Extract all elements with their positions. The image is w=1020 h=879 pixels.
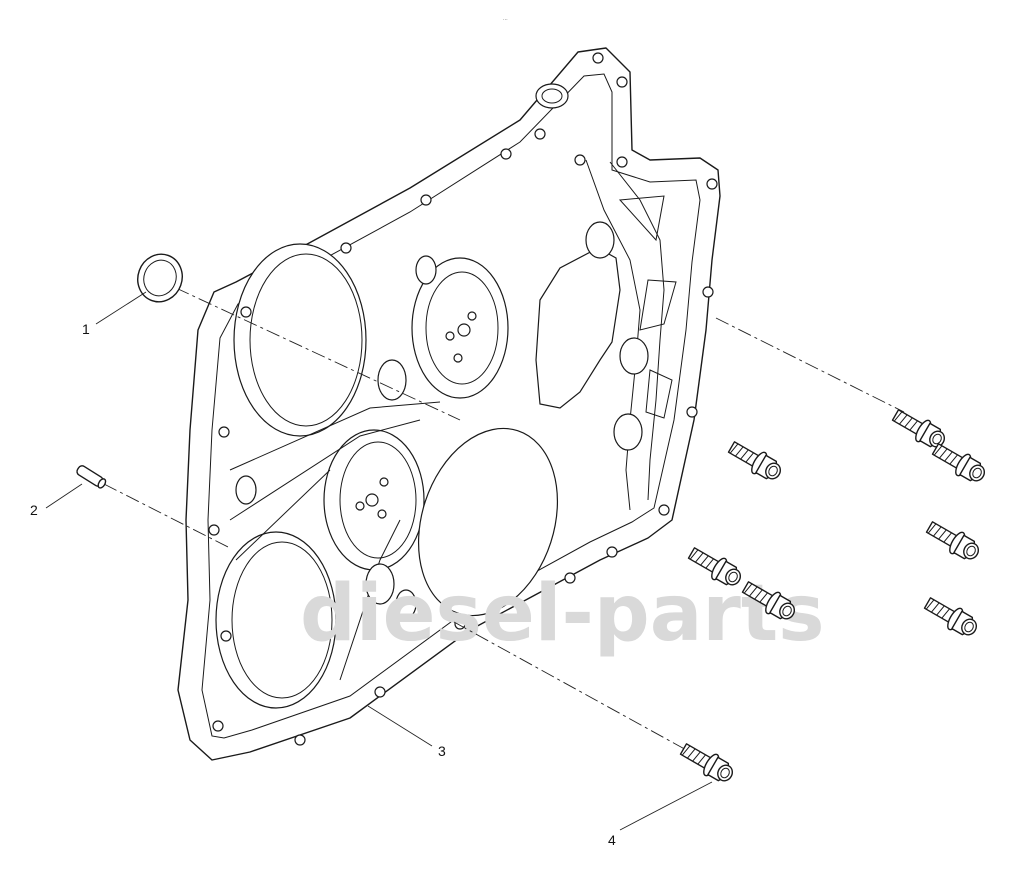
leader-2	[45, 483, 83, 509]
housing-cover	[177, 47, 721, 761]
o-ring	[137, 253, 183, 303]
callout-3: 3	[438, 743, 446, 759]
flange-bolt-holes	[208, 52, 718, 746]
callout-4: 4	[608, 832, 616, 848]
bore-lower-left	[215, 531, 337, 709]
bolt	[724, 435, 786, 486]
dowel-pin	[76, 465, 107, 489]
centerline-oring	[175, 287, 461, 421]
bolt	[922, 515, 984, 566]
bolt	[676, 737, 738, 788]
filler-boss	[535, 83, 569, 109]
bolt	[920, 591, 982, 642]
bore-upper-left	[233, 243, 367, 437]
leader-4	[619, 781, 713, 831]
centerline-upper-bolt	[715, 317, 905, 413]
header-mark: ...	[503, 16, 508, 22]
centerline-dowel	[103, 483, 231, 549]
callout-1: 1	[82, 321, 90, 337]
opening-center	[417, 427, 559, 617]
watermark-text: diesel-parts	[300, 569, 825, 659]
callout-2: 2	[30, 502, 38, 518]
bolt	[928, 437, 990, 488]
leader-1	[95, 291, 147, 325]
centerline-lower-bolt	[453, 621, 691, 753]
leader-3	[367, 705, 433, 747]
